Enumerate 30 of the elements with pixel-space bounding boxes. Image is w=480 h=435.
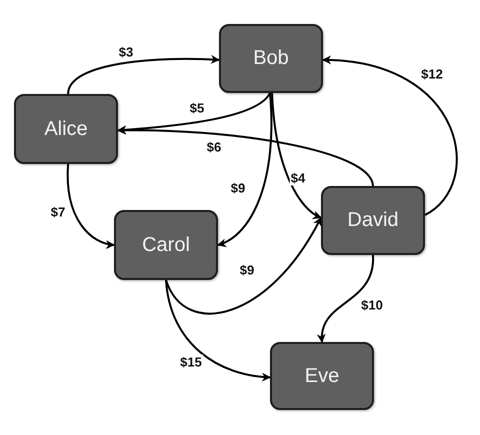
arrow	[117, 126, 374, 186]
node-label: Bob	[253, 47, 289, 70]
node-label: David	[347, 209, 399, 232]
node-label: Alice	[44, 118, 88, 140]
edge-label: $6	[206, 140, 222, 154]
arrow	[217, 92, 272, 246]
edge-label: $15	[179, 354, 203, 370]
edge-label: $4	[290, 170, 306, 186]
arrow	[271, 92, 322, 219]
arrow	[322, 56, 458, 216]
edge-label: $9	[230, 180, 246, 196]
arrow	[67, 55, 220, 94]
node-box	[14, 94, 118, 164]
edge-label: $3	[118, 44, 134, 60]
node-box	[270, 342, 374, 410]
node-label: Eve	[304, 364, 340, 388]
edge-label: $9	[238, 262, 256, 278]
edge-label: $10	[360, 298, 384, 312]
arrow	[117, 92, 271, 134]
arrow	[318, 254, 374, 343]
arrow	[165, 280, 271, 382]
edge-label: $12	[420, 66, 444, 82]
node-box	[114, 210, 218, 280]
node-box	[321, 186, 425, 255]
edge-label: $7	[50, 204, 66, 220]
node-label: Carol	[142, 234, 190, 256]
arrow	[165, 216, 322, 314]
edge-label: $5	[188, 100, 206, 116]
arrow	[66, 164, 115, 248]
node-box	[219, 24, 323, 93]
